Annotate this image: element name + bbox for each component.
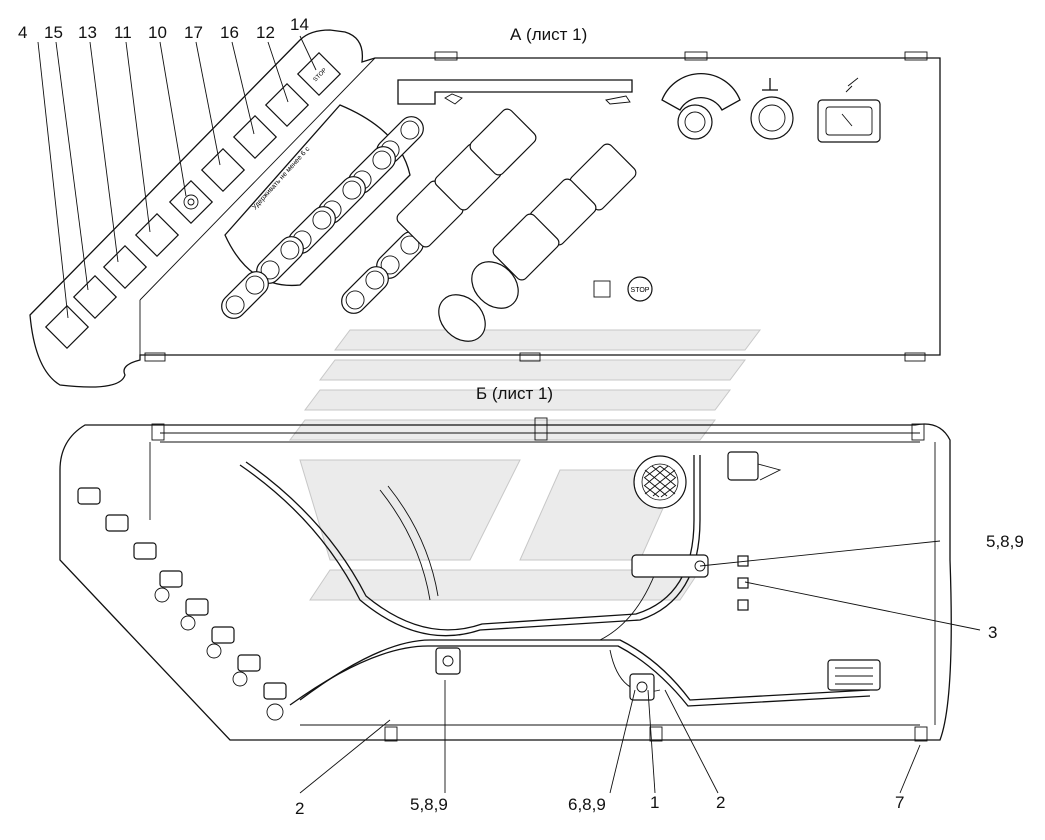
switch-strip: STOP [44,51,342,350]
callout-10: 10 [148,23,167,42]
callout-14: 14 [290,15,309,34]
callout-7: 7 [895,793,904,812]
view-a-title: А (лист 1) [510,25,587,44]
callout-2-right: 2 [716,793,725,812]
key-switch [817,77,881,143]
view-a-panel: STOP Удерживать не менее 6 с [29,29,941,388]
curved-caption: Удерживать не менее 6 с [251,145,311,211]
callout-3: 3 [988,623,997,642]
connector-row [77,487,287,721]
callout-16: 16 [220,23,239,42]
callout-1: 1 [650,793,659,812]
callout-4: 4 [18,23,27,42]
leader-lines [37,35,981,794]
view-b-title: Б (лист 1) [476,384,553,403]
clamps [435,554,749,701]
bottom-callouts: 2 5,8,9 6,8,9 1 2 7 [295,793,904,818]
callout-689: 6,8,9 [568,795,606,814]
right-callouts: 5,8,9 3 [986,532,1024,642]
callout-17: 17 [184,23,203,42]
callout-12: 12 [256,23,275,42]
view-b-panel [59,417,952,742]
grille [633,451,782,509]
top-callouts: 4 15 13 11 10 17 16 12 14 [18,15,309,42]
stop-round-label: STOP [631,287,650,294]
square-switches [396,108,637,342]
relay-block [827,659,881,691]
ignition-switch [661,73,741,140]
callout-589-bottom: 5,8,9 [410,795,448,814]
rocker-buttons [221,116,424,319]
callout-589-right: 5,8,9 [986,532,1024,551]
wiring-harness [239,455,871,707]
callout-15: 15 [44,23,63,42]
watermark [289,329,761,601]
callout-11: 11 [114,23,132,42]
callout-2-left: 2 [295,799,304,818]
ground-switch [750,78,794,140]
callout-13: 13 [78,23,97,42]
